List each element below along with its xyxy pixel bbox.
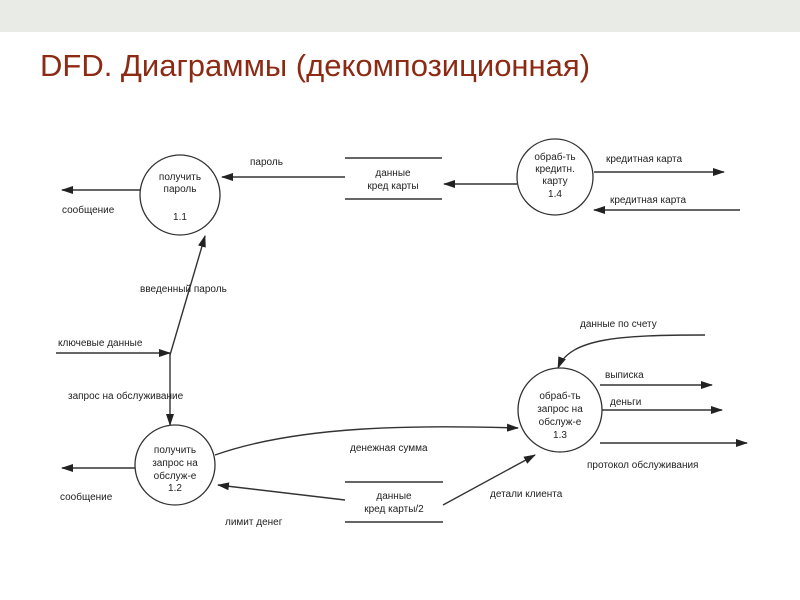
store-label: данные xyxy=(375,168,411,179)
process-1-1: получить пароль 1.1 xyxy=(139,154,221,236)
flow-label-kredit-in: кредитная карта xyxy=(610,195,687,206)
slide-top-bar xyxy=(0,0,800,32)
process-1-3: обраб-ть запрос на обслуж-е 1.3 xyxy=(517,367,603,453)
flow-label-dengi: деньги xyxy=(610,397,641,408)
flow-detali xyxy=(442,454,536,506)
process-label: пароль xyxy=(164,184,197,195)
process-label: обраб-ть xyxy=(534,151,575,163)
slide-title: DFD. Диаграммы (декомпозиционная) xyxy=(40,48,591,83)
flow-label-kredit-out: кредитная карта xyxy=(606,154,683,165)
process-1-2: получить запрос на обслуж-е 1.2 xyxy=(134,424,216,506)
flow-label-parol: пароль xyxy=(250,157,283,168)
flow-schet xyxy=(557,334,706,369)
flow-label-summa: денежная сумма xyxy=(350,443,428,454)
data-store-1: данные кред карты xyxy=(345,157,442,200)
flow-label-limit: лимит денег xyxy=(225,517,283,528)
flow-label-vypiska: выписка xyxy=(605,370,644,381)
data-store-2: данные кред карты/2 xyxy=(345,481,443,523)
process-number: 1.1 xyxy=(173,212,187,223)
flow-label-zapros: запрос на обслуживание xyxy=(68,390,184,402)
process-label: получить xyxy=(159,172,201,183)
flow-label-schet: данные по счету xyxy=(580,319,657,330)
flow-limit xyxy=(217,482,346,501)
process-label: кредитн. xyxy=(535,164,575,175)
process-label: получить xyxy=(154,445,196,456)
process-label: запрос на xyxy=(152,458,198,469)
flow-label-protokol: протокол обслуживания xyxy=(587,459,698,471)
flow-label-klyuch: ключевые данные xyxy=(58,338,143,349)
process-label: карту xyxy=(542,176,567,187)
flow-label-detali: детали клиента xyxy=(490,489,563,500)
process-1-4: обраб-ть кредитн. карту 1.4 xyxy=(516,138,594,216)
process-number: 1.4 xyxy=(548,189,562,200)
flow-vvedenny xyxy=(169,235,206,356)
flow-label-soobshenie-2: сообщение xyxy=(60,491,113,503)
store-label: кред карты xyxy=(367,181,418,192)
process-label: обраб-ть xyxy=(539,390,580,402)
process-label: обслуж-е xyxy=(539,416,582,428)
process-label: обслуж-е xyxy=(154,470,197,482)
process-label: запрос на xyxy=(537,404,583,415)
process-number: 1.3 xyxy=(553,430,567,441)
process-number: 1.2 xyxy=(168,483,182,494)
flow-label-vvedenny: введенный пароль xyxy=(140,284,227,295)
flow-label-soobshenie-1: сообщение xyxy=(62,204,115,216)
flow-summa xyxy=(214,423,519,456)
store-label: кред карты/2 xyxy=(364,504,424,515)
store-label: данные xyxy=(376,491,412,502)
